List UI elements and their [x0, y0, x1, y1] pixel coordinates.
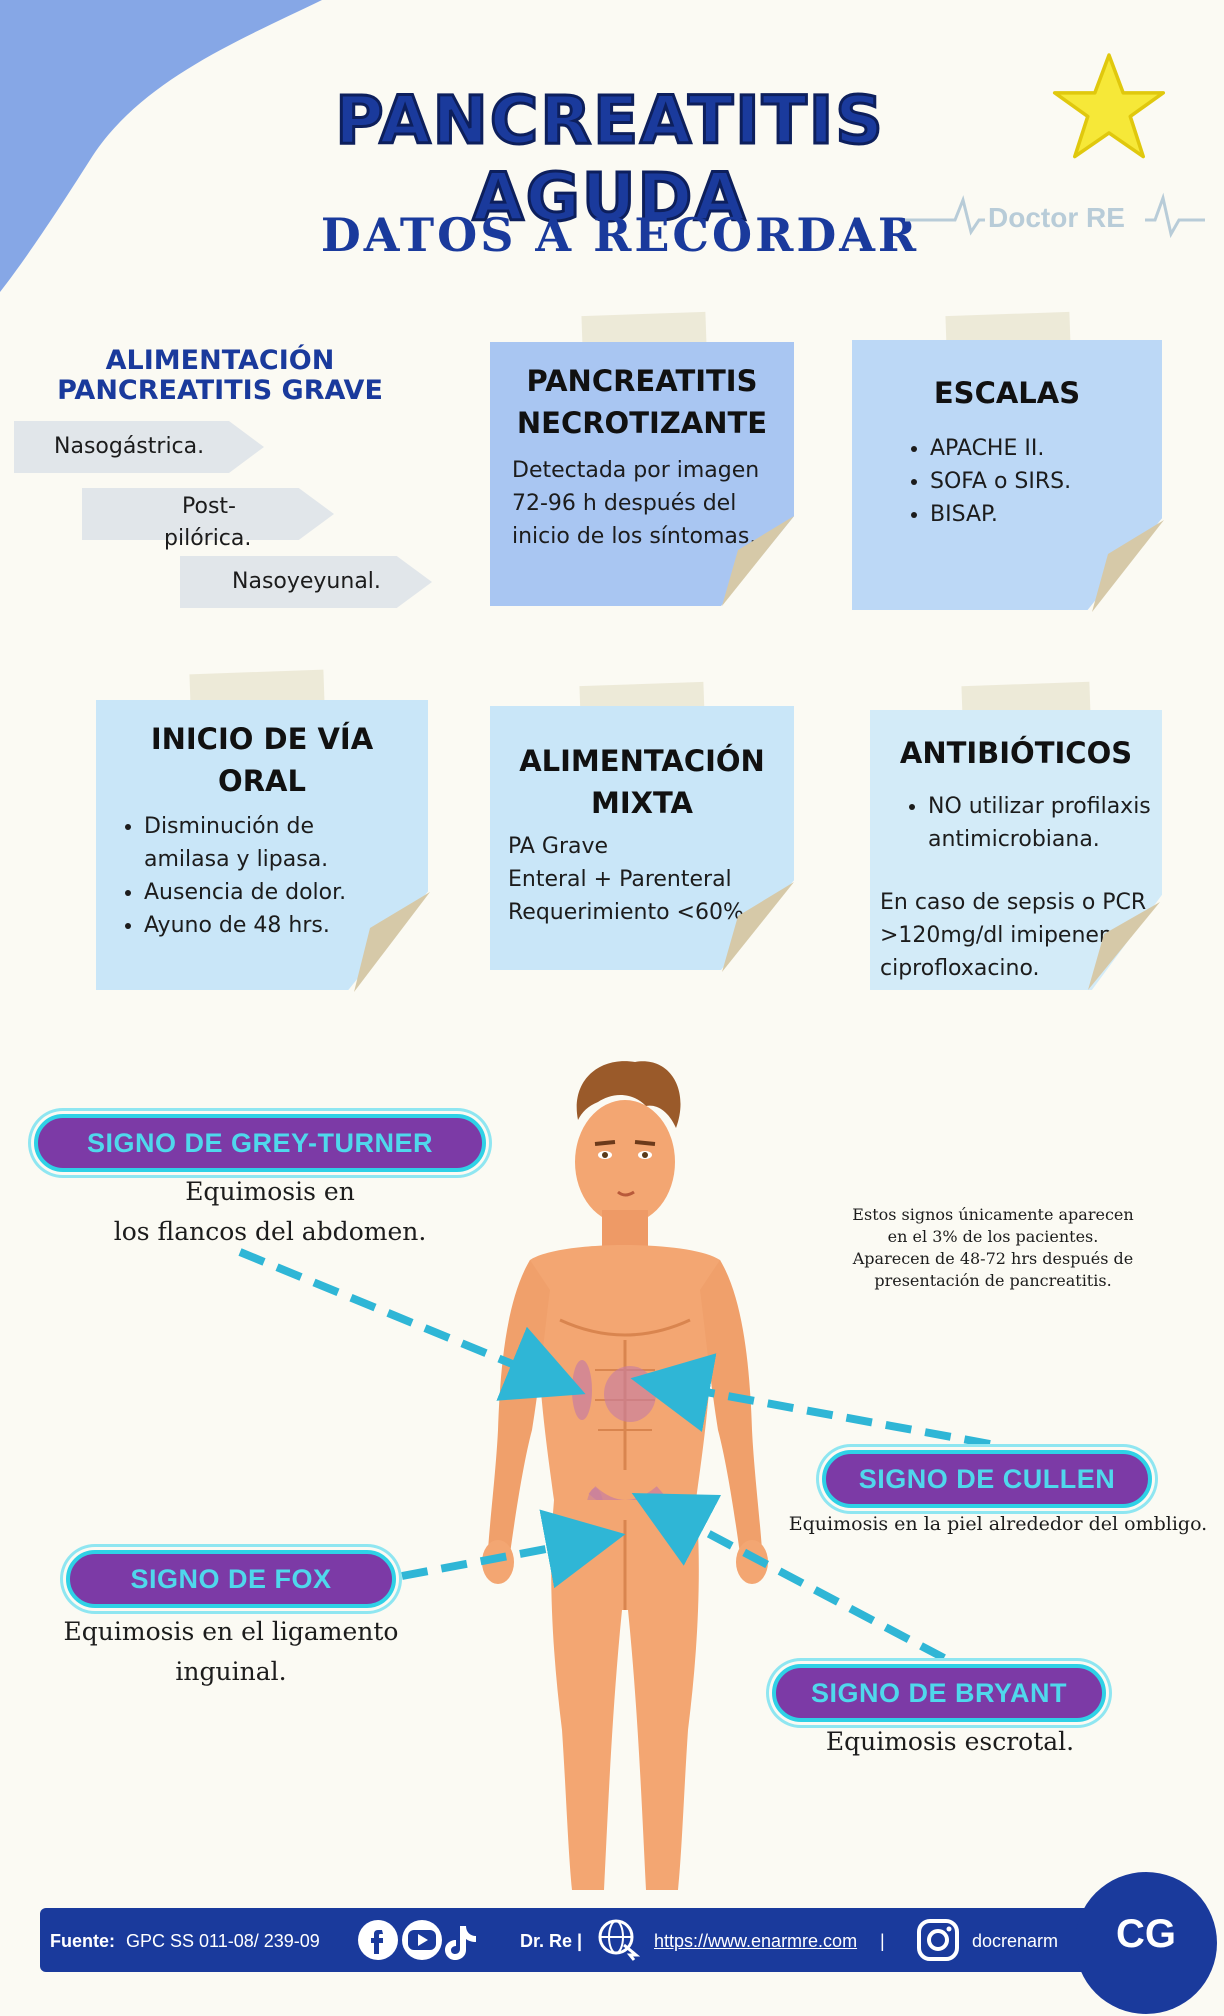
title-line: ALIMENTACIÓN [519, 744, 765, 778]
desc-line: Equimosis en el ligamento [63, 1617, 399, 1646]
text-line: PA Grave [508, 834, 609, 859]
text-line: 72-96 h después del [512, 491, 737, 516]
page-fold [1088, 902, 1160, 990]
author-label: Dr. Re | [520, 1931, 583, 1951]
title-line: ORAL [218, 764, 306, 798]
list-item: APACHE II. [930, 432, 1071, 465]
note-line: Estos signos únicamente aparecen [852, 1205, 1134, 1224]
route-label: Nasogástrica. [54, 434, 205, 459]
sign-description: Equimosis en la piel alrededor del ombli… [788, 1513, 1208, 1535]
text-line: Requerimiento <60%. [508, 900, 751, 925]
page-title: PANCREATITIS AGUDA [334, 81, 885, 238]
sign-description: Equimosis en el ligamento inguinal. [56, 1612, 406, 1692]
instagram-handle[interactable]: docrenarm [972, 1931, 1059, 1951]
title-line: PANCREATITIS GRAVE [57, 375, 383, 406]
route-tag: Post- [82, 488, 334, 540]
section-title: ALIMENTACIÓN PANCREATITIS GRAVE [40, 346, 400, 406]
title-line: PANCREATITIS [526, 364, 758, 398]
text-line: Enteral + Parenteral [508, 867, 732, 892]
oral-criteria-list: Disminución de amilasa y lipasa. Ausenci… [118, 810, 404, 942]
desc-line: inguinal. [175, 1657, 287, 1686]
title-line: NECROTIZANTE [516, 406, 768, 440]
list-item: NO utilizar profilaxis antimicrobiana. [928, 790, 1162, 856]
website-link[interactable]: https://www.enarmre.com [654, 1931, 858, 1951]
sign-cullen: SIGNO DE CULLEN [822, 1450, 1152, 1508]
brand-logo: Doctor RE [988, 202, 1125, 233]
route-label: Post- [182, 494, 236, 519]
text-line: En caso de sepsis o PCR [880, 890, 1147, 915]
source-text: GPC SS 011-08/ 239-09 [126, 1931, 320, 1951]
signs-note: Estos signos únicamente aparecen en el 3… [828, 1204, 1158, 1292]
note-title: PANCREATITIS NECROTIZANTE [490, 360, 794, 444]
antibiotics-list: NO utilizar profilaxis antimicrobiana. [902, 790, 1162, 856]
sign-fox: SIGNO DE FOX [66, 1550, 396, 1608]
list-item: SOFA o SIRS. [930, 465, 1071, 498]
social-icons [358, 1920, 476, 1960]
list-item: Disminución de amilasa y lipasa. [144, 810, 404, 876]
text-line: inicio de los síntomas. [512, 524, 757, 549]
sign-grey-turner: SIGNO DE GREY-TURNER [34, 1114, 486, 1172]
title-line: MIXTA [591, 786, 693, 820]
star-icon [1052, 53, 1166, 159]
note-escalas: ESCALAS APACHE II. SOFA o SIRS. BISAP. [852, 340, 1162, 610]
note-text: PA Grave Enteral + Parenteral Requerimie… [508, 830, 751, 929]
route-label: Nasoyeyunal. [232, 569, 381, 594]
source-label: Fuente: [50, 1931, 115, 1951]
scales-list: APACHE II. SOFA o SIRS. BISAP. [904, 432, 1071, 531]
instagram-icon [917, 1919, 959, 1961]
sign-bryant: SIGNO DE BRYANT [772, 1664, 1106, 1722]
route-tag: Nasogástrica. [14, 421, 264, 473]
arrows-layer [238, 1248, 991, 1662]
footer-bar [40, 1908, 1150, 1972]
cg-badge [1075, 1872, 1217, 2014]
page-fold [722, 882, 794, 972]
title-line: INICIO DE VÍA [150, 722, 374, 756]
note-necrotizante: PANCREATITIS NECROTIZANTE Detectada por … [490, 342, 794, 606]
globe-icon [598, 1919, 640, 1961]
note-text: Detectada por imagen 72-96 h después del… [512, 454, 759, 553]
youtube-icon [402, 1920, 442, 1960]
text-line: ciprofloxacino. [880, 956, 1040, 981]
note-title: ANTIBIÓTICOS [899, 736, 1133, 770]
cg-badge-label: CG [1116, 1912, 1176, 1956]
list-item: Ayuno de 48 hrs. [144, 909, 404, 942]
arrow-bryant [631, 1493, 946, 1662]
page-fold [354, 892, 430, 992]
list-item: BISAP. [930, 498, 1071, 531]
text-line: Detectada por imagen [512, 458, 760, 483]
note-via-oral: INICIO DE VÍA ORAL Disminución de amilas… [96, 700, 428, 990]
facebook-icon [358, 1920, 398, 1960]
note-line: presentación de pancreatitis. [874, 1271, 1112, 1290]
route-label: pilórica. [164, 526, 252, 551]
page-fold [722, 516, 794, 606]
note-line: en el 3% de los pacientes. [887, 1227, 1099, 1246]
arrow-grey-turner [238, 1248, 586, 1401]
sign-description: Equimosis escrotal. [825, 1727, 1075, 1756]
separator: | [880, 1931, 885, 1951]
route-tag: Nasoyeyunal. [180, 556, 432, 608]
heartbeat-icon [905, 192, 1205, 239]
note-title: INICIO DE VÍA ORAL [96, 718, 428, 802]
note-text: En caso de sepsis o PCR >120mg/dl imipen… [880, 886, 1146, 985]
desc-line: Equimosis en [185, 1177, 355, 1206]
desc-line: los flancos del abdomen. [113, 1217, 427, 1246]
note-title: ALIMENTACIÓN MIXTA [490, 740, 794, 824]
page-subtitle: DATOS A RECORDAR [320, 208, 920, 262]
tiktok-icon [445, 1926, 476, 1960]
note-title: ESCALAS [933, 376, 1081, 410]
sign-description: Equimosis en los flancos del abdomen. [80, 1172, 460, 1252]
arrow-cullen [630, 1353, 991, 1448]
list-item: Ausencia de dolor. [144, 876, 404, 909]
note-line: Aparecen de 48-72 hrs después de [852, 1249, 1134, 1268]
page-fold [1092, 520, 1164, 612]
text-line: >120mg/dl imipenem y [880, 923, 1141, 948]
arrow-fox [401, 1509, 626, 1589]
corner-decoration [0, 0, 322, 292]
title-line: ALIMENTACIÓN [105, 345, 335, 376]
